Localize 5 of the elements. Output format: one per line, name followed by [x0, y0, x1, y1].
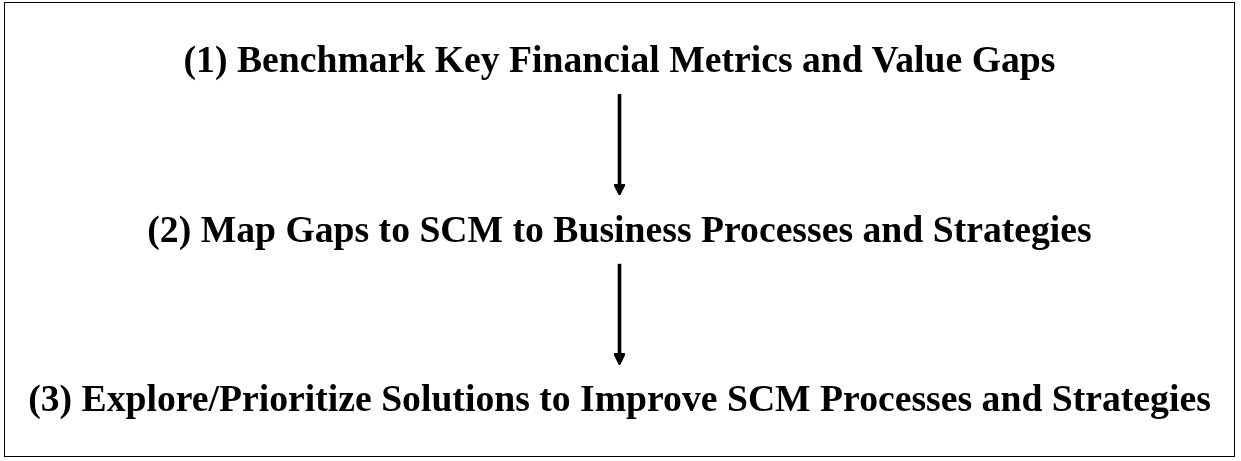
arrow: [613, 263, 626, 366]
node-text: (1) Benchmark Key Financial Metrics and Value Gaps: [183, 38, 1056, 81]
arrow: [613, 94, 626, 196]
node-text: (3) Explore/Prioritize Solutions to Improve SCM Processes and Strategies: [28, 378, 1211, 421]
node-text: (2) Map Gaps to SCM to Business Processes and Strategies: [147, 208, 1092, 251]
